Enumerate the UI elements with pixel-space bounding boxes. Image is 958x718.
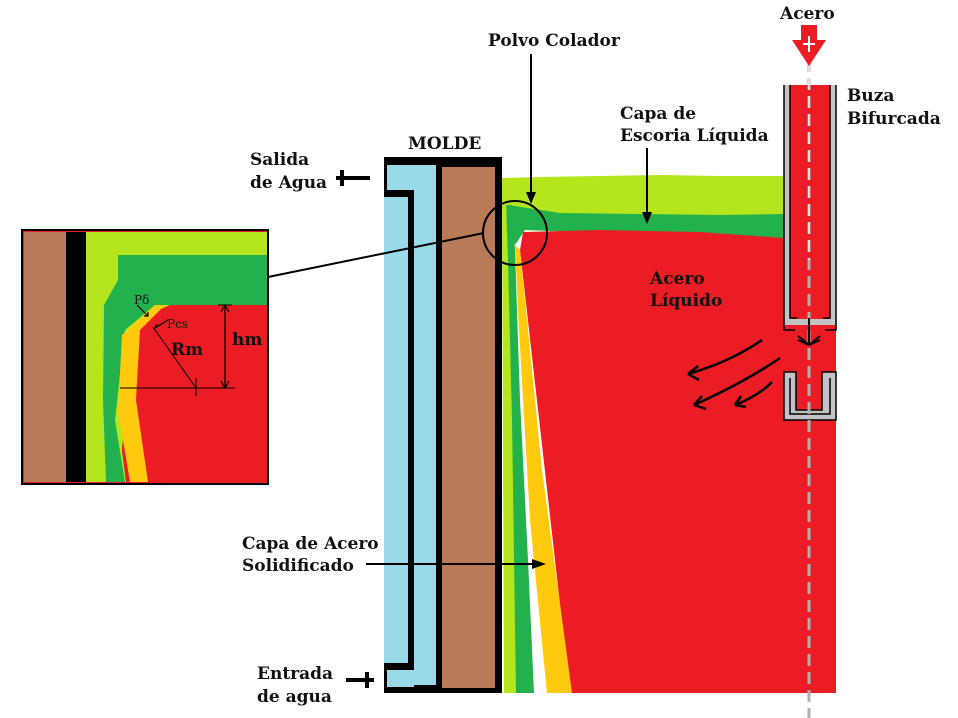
water-inlet-connector: [346, 672, 374, 688]
capa-escoria-label-1: Capa de: [620, 104, 696, 124]
buza-label-2: Bifurcada: [847, 109, 941, 129]
detail-link-line: [267, 232, 485, 278]
inset-hm-label: hm: [232, 330, 262, 350]
acero-liquido-label-2: Líquido: [650, 291, 722, 311]
molde-label: MOLDE: [408, 134, 481, 154]
copper-mold-plate: [442, 167, 495, 688]
inset-p-delta-label: Pδ: [134, 293, 149, 307]
capa-acero-label-1: Capa de Acero: [242, 534, 379, 554]
solidified-shell: [515, 245, 572, 693]
capa-acero-label-2: Solidificado: [242, 556, 354, 576]
liquid-steel: [520, 230, 790, 693]
mold-powder-layer: [502, 175, 784, 216]
nozzle-cup: [783, 371, 837, 421]
inset-rm-label: Rm: [171, 340, 203, 360]
buza-label-1: Buza: [847, 86, 894, 106]
inset-pcs-label: Pcs: [167, 317, 188, 331]
water-outlet-connector: [336, 170, 370, 186]
capa-escoria-label-2: Escoria Líquida: [620, 126, 769, 146]
entrada-label-2: de agua: [257, 687, 332, 707]
bifurcation-arrows-icon: [797, 318, 821, 346]
inset-detail: [21, 229, 269, 485]
salida-label-1: Salida: [250, 150, 309, 170]
acero-liquido-label-1: Acero: [649, 269, 705, 289]
salida-label-2: de Agua: [250, 173, 327, 193]
flow-arrows: [687, 338, 781, 411]
polvo-colador-label: Polvo Colador: [488, 31, 621, 51]
acero-label: Acero: [779, 4, 835, 24]
entrada-label-1: Entrada: [257, 664, 333, 684]
